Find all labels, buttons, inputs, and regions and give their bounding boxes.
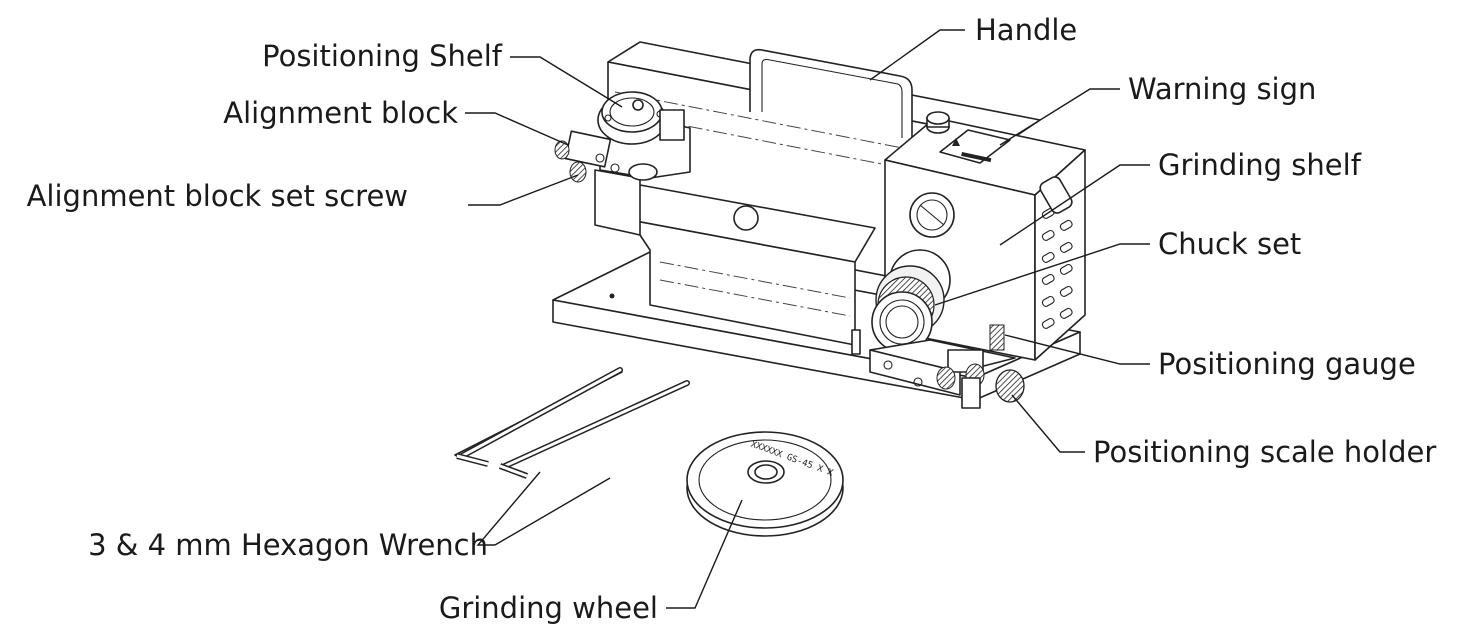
wheel-guard-hood (629, 184, 876, 355)
chuck-set (871, 249, 951, 353)
positioning-gauge (869, 324, 1025, 409)
label-chuck-set: Chuck set (1158, 227, 1301, 261)
label-grinding-shelf: Grinding shelf (1158, 148, 1362, 182)
leader-lines (465, 29, 1150, 609)
handle (749, 48, 913, 140)
label-positioning-scale-holder: Positioning scale holder (1093, 435, 1436, 469)
positioning-shelf (594, 91, 691, 236)
vent-slots (1041, 197, 1073, 329)
grinder-machine (552, 41, 1086, 409)
label-alignment-block: Alignment block (223, 96, 458, 130)
label-hexagon-wrench: 3 & 4 mm Hexagon Wrench (88, 528, 488, 562)
label-positioning-shelf: Positioning Shelf (262, 39, 503, 73)
label-positioning-gauge: Positioning gauge (1158, 347, 1416, 381)
motor-housing (884, 111, 1086, 361)
label-grinding-wheel: Grinding wheel (439, 591, 658, 625)
grinding-wheel: XXXXXX GS-45 X X (686, 431, 844, 537)
callout-labels: Handle Positioning Shelf Warning sign Al… (27, 13, 1437, 625)
hexagon-wrenches (454, 367, 690, 479)
label-warning-sign: Warning sign (1128, 72, 1316, 106)
label-handle: Handle (975, 13, 1077, 47)
label-alignment-block-set-screw: Alignment block set screw (27, 179, 408, 213)
